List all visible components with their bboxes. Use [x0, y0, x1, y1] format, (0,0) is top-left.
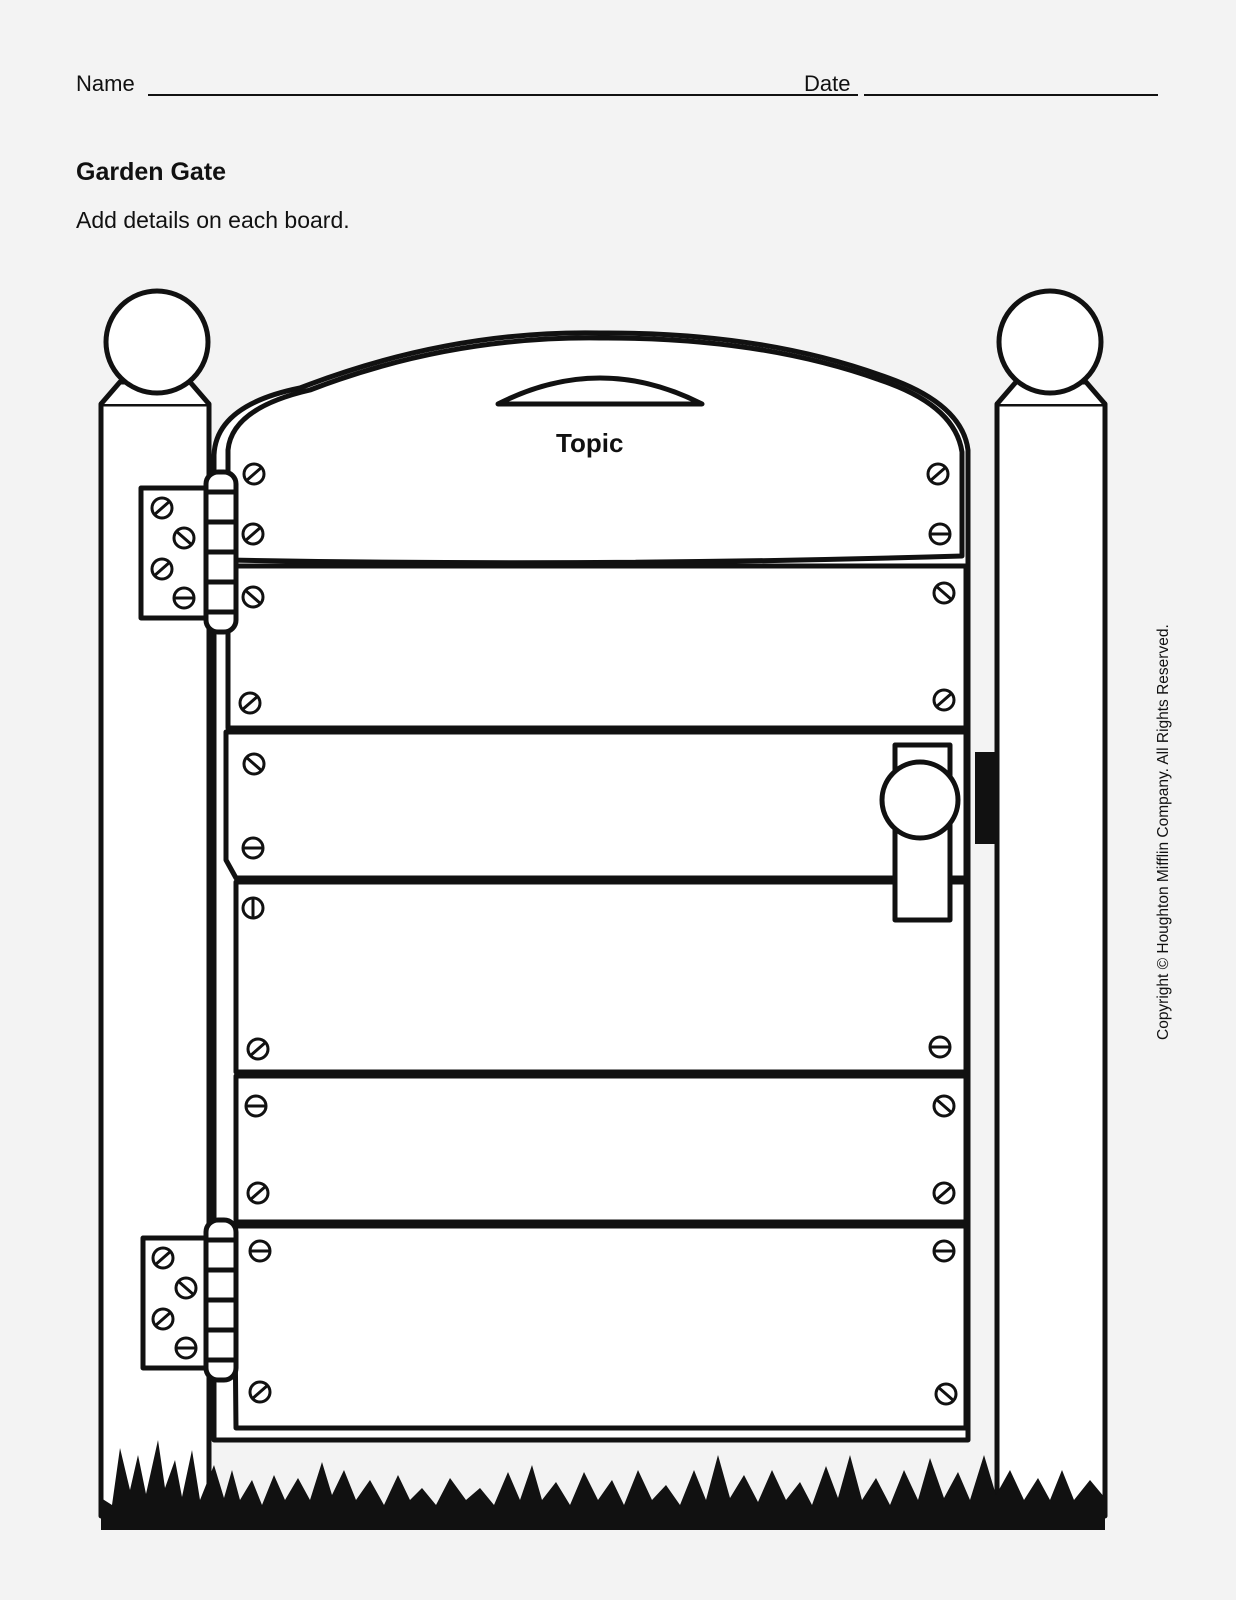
name-label: Name: [76, 71, 135, 96]
name-field-line[interactable]: [148, 94, 858, 96]
worksheet-instructions: Add details on each board.: [76, 207, 350, 233]
right-post: [994, 401, 1108, 1519]
lower-hinge: [140, 1217, 239, 1383]
date-label: Date: [804, 71, 851, 96]
right-post-ball: [996, 288, 1104, 396]
gate-board-2: [225, 563, 969, 731]
copyright-notice: Copyright © Houghton Mifflin Company. Al…: [1155, 624, 1172, 1040]
screws: [238, 462, 958, 1406]
upper-hinge: [138, 469, 239, 635]
worksheet-title: Garden Gate: [76, 158, 227, 186]
gate-board-6: [231, 1223, 969, 1431]
header-row: Name Date: [76, 70, 1160, 104]
gate-board-3: [223, 729, 969, 881]
gate-board-top: [225, 335, 965, 566]
gate-board-5: [233, 1073, 969, 1225]
topic-label: Topic: [556, 428, 624, 458]
gate-latch: [879, 742, 997, 923]
date-field-line[interactable]: [864, 94, 1158, 96]
left-post-ball: [103, 288, 211, 396]
gate-board-4: [233, 879, 969, 1075]
grass: [101, 1440, 1105, 1530]
top-board-handle: [495, 375, 705, 407]
